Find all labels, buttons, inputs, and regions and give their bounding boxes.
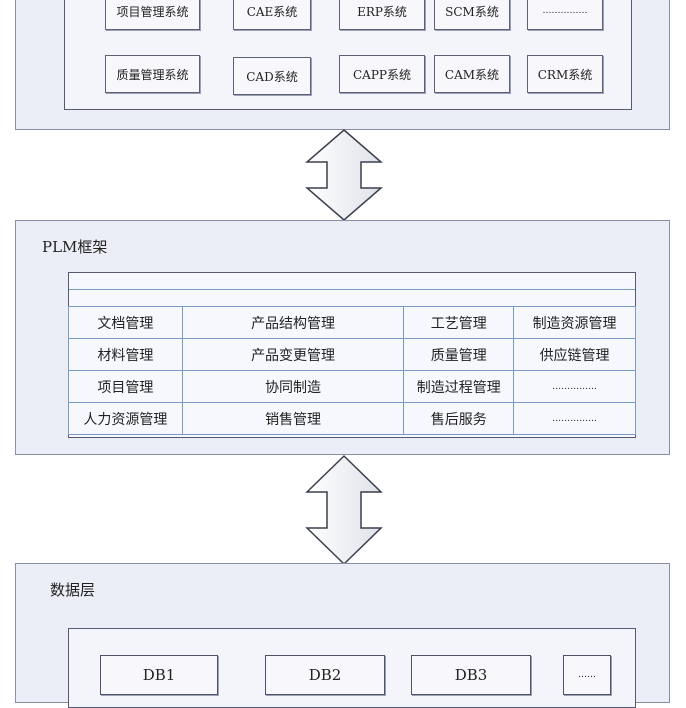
double-arrow-icon <box>305 454 383 566</box>
table-row: 人力资源管理 销售管理 售后服务 …………… <box>68 402 636 435</box>
data-layer-title: 数据层 <box>50 581 96 599</box>
system-box-cae: CAE系统 <box>233 0 311 30</box>
plm-layer-title: PLM框架 <box>42 238 108 256</box>
system-label: CAE系统 <box>246 4 298 19</box>
database-box-db2: DB2 <box>265 655 385 695</box>
table-cell: 项目管理 <box>68 370 183 403</box>
system-label: ERP系统 <box>357 4 407 19</box>
system-box-capp: CAPP系统 <box>339 55 425 93</box>
double-arrow-icon <box>305 129 383 221</box>
system-label: …………… <box>542 6 588 16</box>
system-label: CAM系统 <box>444 67 500 82</box>
table-cell: 工艺管理 <box>403 306 515 339</box>
system-label: CRM系统 <box>537 67 593 82</box>
database-box-more: …… <box>563 655 611 695</box>
table-cell: 销售管理 <box>181 402 405 435</box>
plm-module-table: 文档管理 产品结构管理 工艺管理 制造资源管理 材料管理 产品变更管理 质量管理… <box>68 306 636 435</box>
db-label: …… <box>578 670 596 680</box>
table-divider <box>69 289 635 290</box>
system-label: 项目管理系统 <box>116 4 189 19</box>
table-cell: …………… <box>513 370 636 403</box>
table-row: 项目管理 协同制造 制造过程管理 …………… <box>68 370 636 403</box>
system-label: CAPP系统 <box>353 67 411 82</box>
table-cell: 质量管理 <box>403 338 515 371</box>
database-box-db3: DB3 <box>411 655 531 695</box>
db-label: DB3 <box>454 666 488 684</box>
db-label: DB2 <box>308 666 342 684</box>
system-box-crm: CRM系统 <box>527 55 603 93</box>
system-box-scm: SCM系统 <box>434 0 510 30</box>
table-row: 文档管理 产品结构管理 工艺管理 制造资源管理 <box>68 306 636 339</box>
table-cell: 制造资源管理 <box>513 306 636 339</box>
table-cell: 制造过程管理 <box>403 370 515 403</box>
table-cell: 产品结构管理 <box>181 306 405 339</box>
system-box-cam: CAM系统 <box>434 55 510 93</box>
system-box-more: …………… <box>527 0 603 30</box>
table-cell: 供应链管理 <box>513 338 636 371</box>
system-label: SCM系统 <box>445 4 499 19</box>
db-label: DB1 <box>142 666 176 684</box>
table-cell: 协同制造 <box>181 370 405 403</box>
database-box-db1: DB1 <box>100 655 218 695</box>
table-cell: 产品变更管理 <box>181 338 405 371</box>
system-box-project-mgmt: 项目管理系统 <box>105 0 200 30</box>
table-cell: 售后服务 <box>403 402 515 435</box>
system-box-cad: CAD系统 <box>233 57 311 95</box>
system-box-erp: ERP系统 <box>339 0 425 30</box>
table-cell: 文档管理 <box>68 306 183 339</box>
table-row: 材料管理 产品变更管理 质量管理 供应链管理 <box>68 338 636 371</box>
system-box-quality-mgmt: 质量管理系统 <box>105 55 200 93</box>
table-cell: …………… <box>513 402 636 435</box>
system-label: CAD系统 <box>246 69 298 84</box>
system-label: 质量管理系统 <box>116 67 189 82</box>
table-cell: 人力资源管理 <box>68 402 183 435</box>
table-cell: 材料管理 <box>68 338 183 371</box>
